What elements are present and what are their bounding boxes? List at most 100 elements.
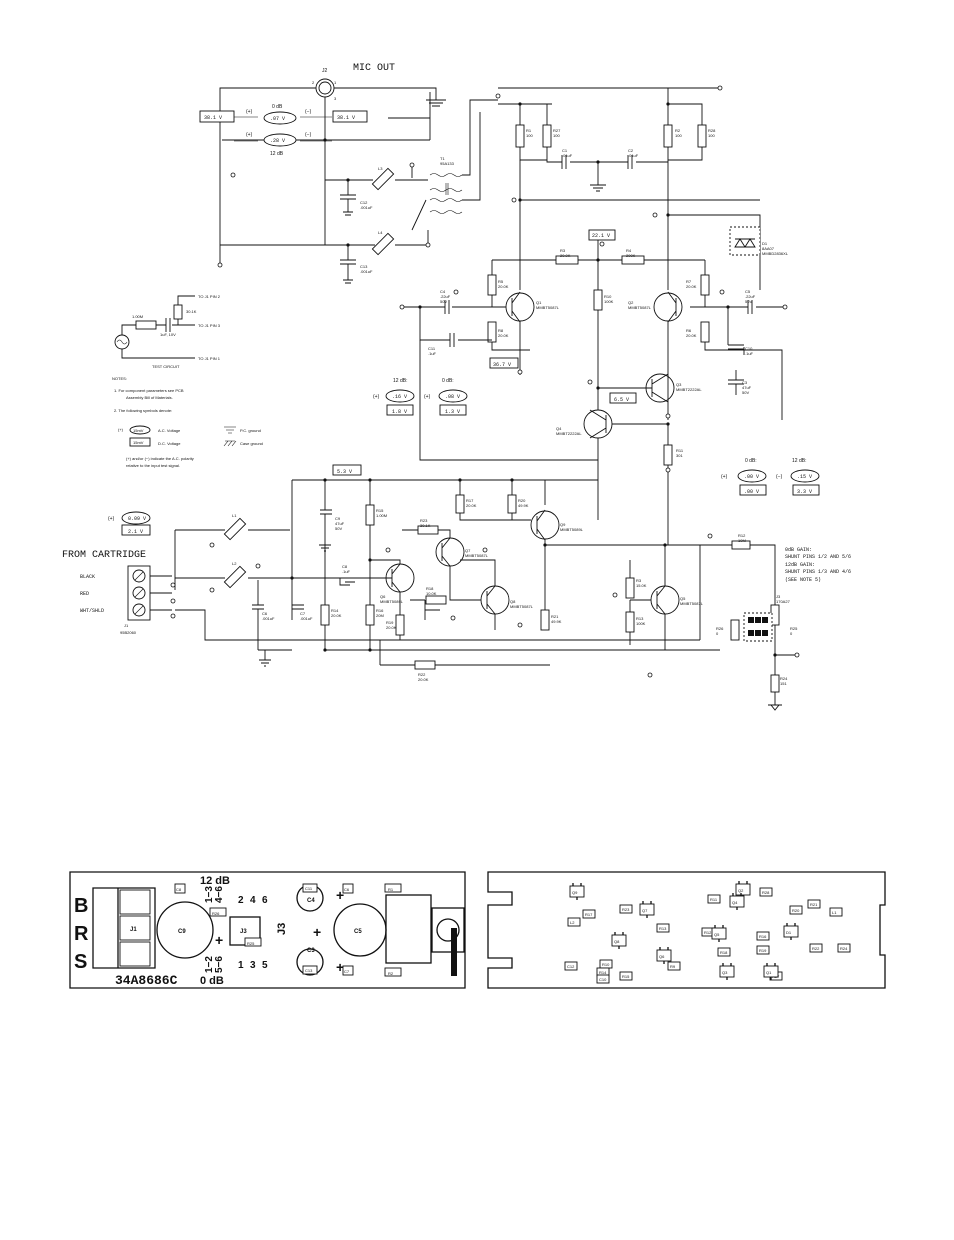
- svg-text:C13: C13: [305, 968, 313, 973]
- pcb-part-r21: [807, 899, 821, 909]
- svg-text:(+): (+): [118, 427, 124, 432]
- svg-text:C9: C9: [178, 929, 186, 935]
- pcb-ref-label: R24: [840, 946, 848, 951]
- pcb-ref-label: Q9: [572, 890, 578, 895]
- notes-block: NOTES: 1. For component parameters see P…: [112, 376, 263, 468]
- svg-text:22.1 V: 22.1 V: [592, 233, 610, 239]
- mic-out-title: MIC OUT: [353, 63, 395, 74]
- svg-text:36.7 V: 36.7 V: [493, 362, 511, 368]
- svg-text:6: 6: [262, 895, 268, 906]
- svg-text:C4: C4: [307, 898, 315, 904]
- pcb-ref-label: R23: [622, 907, 630, 912]
- svg-text:+: +: [336, 959, 344, 975]
- svg-text:relative to the input test sig: relative to the input test signal.: [126, 463, 180, 468]
- pcb-left-board: J1 B R S 34A8686C C9 C8 R26 J3 R25 12 dB…: [69, 871, 466, 989]
- svg-text:+: +: [336, 887, 344, 903]
- j2-ref: J2: [322, 68, 328, 74]
- pcb-ref-label: C12: [567, 964, 575, 969]
- pcb-part-r19: [756, 945, 770, 955]
- svg-text:6.5 V: 6.5 V: [614, 397, 629, 403]
- pcb-part-r22: [809, 943, 823, 953]
- svg-text:.00 V: .00 V: [744, 474, 759, 480]
- svg-text:3.3 V: 3.3 V: [797, 489, 812, 495]
- pcb-part-r11: [707, 894, 721, 904]
- svg-text:0 dB:: 0 dB:: [442, 378, 454, 384]
- pcb-board-number: 34A8686C: [115, 973, 178, 988]
- svg-text:(+) and/or (−) indicate the A.: (+) and/or (−) indicate the A.C. polarit…: [126, 456, 194, 461]
- svg-text:NOTES:: NOTES:: [112, 376, 127, 381]
- svg-text:1: 1: [334, 80, 337, 85]
- svg-text:1−3: 1−3: [204, 886, 215, 903]
- resistor-r27: [542, 124, 552, 148]
- pcb-part-l2: [567, 917, 581, 927]
- pcb-ref-label: R9: [670, 964, 676, 969]
- svg-text:(+): (+): [373, 394, 380, 400]
- svg-text:TO J1 PIN 1: TO J1 PIN 1: [198, 356, 221, 361]
- pcb-ref-label: Q7: [642, 908, 648, 913]
- svg-text:C7: C7: [344, 969, 350, 974]
- voltage-box-n5: [588, 229, 616, 241]
- svg-text:(SEE NOTE 5): (SEE NOTE 5): [785, 577, 821, 583]
- svg-text:Case ground: Case ground: [240, 441, 263, 446]
- pcb-ref-label: D1: [786, 930, 792, 935]
- svg-text:C3: C3: [307, 948, 315, 954]
- svg-text:C1.01uF: C1.01uF: [562, 148, 573, 158]
- pcb-ref-label: R14: [599, 970, 607, 975]
- svg-text:J1: J1: [130, 927, 137, 933]
- pcb-ref-label: R11: [710, 897, 718, 902]
- svg-text:J3: J3: [276, 923, 288, 935]
- pcb-part-r13: [656, 923, 670, 933]
- svg-text:A.C. Voltage: A.C. Voltage: [158, 428, 181, 433]
- voltage-box-q1-bottom: [489, 357, 519, 369]
- svg-text:12 dB:: 12 dB:: [393, 378, 407, 384]
- resistor-r1: [515, 124, 525, 148]
- pcb-ref-label: R20: [792, 908, 800, 913]
- svg-text:R: R: [74, 923, 89, 945]
- svg-text:12 dB: 12 dB: [270, 151, 284, 157]
- svg-text:1.00M: 1.00M: [132, 314, 143, 319]
- pcb-part-c10: [596, 974, 610, 984]
- voltage-box-mic-left: [199, 110, 235, 123]
- svg-text:J1: J1: [124, 623, 129, 628]
- svg-text:C7.001uF: C7.001uF: [300, 611, 313, 621]
- mic-0db-value: .07 V: [270, 116, 285, 122]
- resistor-r2: [663, 124, 673, 148]
- svg-text:C8: C8: [176, 887, 182, 892]
- pcb-ref-label: R17: [585, 912, 593, 917]
- svg-text:(+): (+): [424, 394, 431, 400]
- svg-text:D.C. Voltage: D.C. Voltage: [158, 441, 181, 446]
- svg-text:.00 V: .00 V: [744, 489, 759, 495]
- pcb-ref-label: R16: [759, 934, 767, 939]
- pcb-ref-label: L1: [832, 910, 837, 915]
- svg-text:P.C. ground: P.C. ground: [240, 428, 261, 433]
- svg-text:R2: R2: [388, 971, 394, 976]
- svg-text:+: +: [215, 932, 223, 948]
